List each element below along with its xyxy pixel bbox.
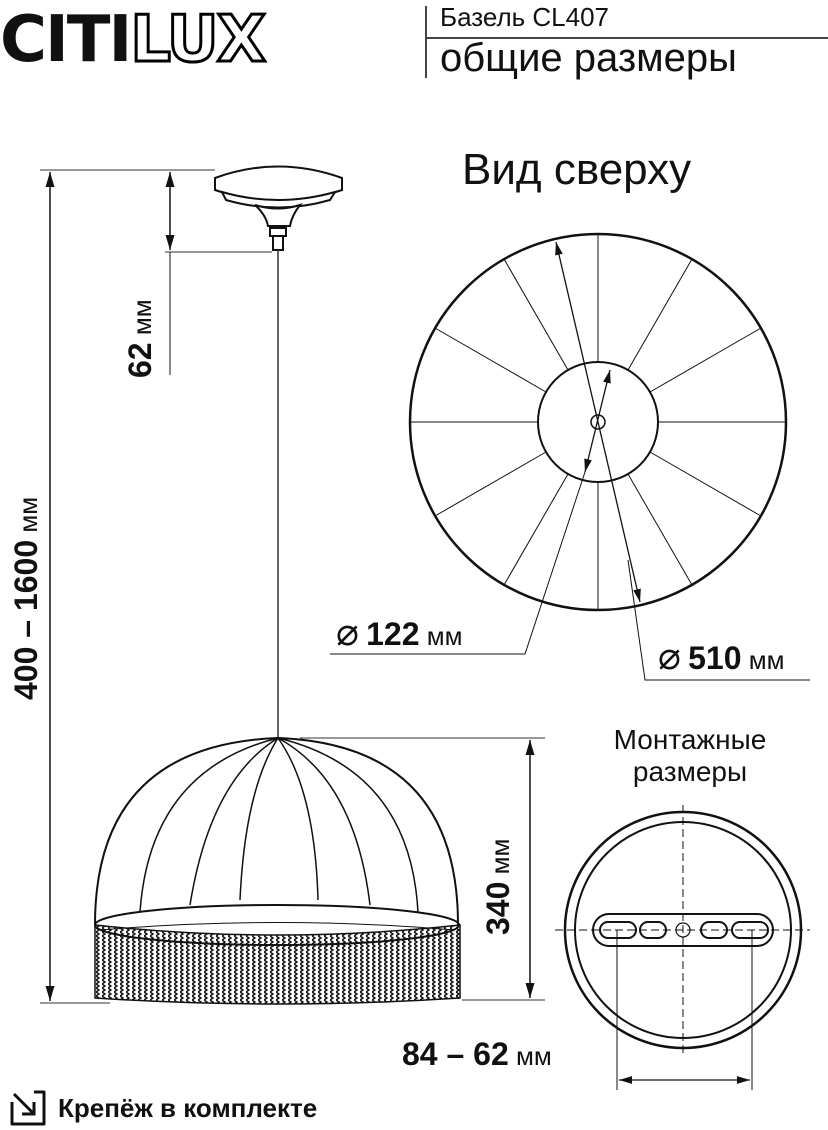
footer-note: Крепёж в комплекте bbox=[8, 1088, 317, 1128]
brand-logo: CITILUX bbox=[0, 2, 268, 79]
canopy-height-label: 62 мм bbox=[122, 299, 158, 378]
shade-dome bbox=[94, 736, 460, 946]
header-rule bbox=[427, 37, 828, 39]
arrow-down-right-icon bbox=[10, 1090, 46, 1126]
mounting-plate-drawing bbox=[555, 805, 810, 1090]
outer-diameter-label: ⌀ 510 мм bbox=[658, 636, 785, 678]
canopy-height-dimension bbox=[165, 172, 272, 375]
header-divider bbox=[425, 6, 427, 78]
mounting-title: Монтажные размеры bbox=[590, 724, 790, 788]
total-height-dimension bbox=[40, 169, 215, 1004]
canopy bbox=[214, 165, 343, 251]
shade-height-label: 340 мм bbox=[480, 838, 516, 935]
shade-height-dimension bbox=[300, 737, 545, 1001]
brand-plain: CITI bbox=[0, 3, 132, 77]
top-view-drawing bbox=[330, 232, 810, 681]
mounting-title-line1: Монтажные bbox=[613, 724, 767, 755]
inner-diameter-label: ⌀ 122 мм bbox=[336, 612, 463, 654]
mounting-title-line2: размеры bbox=[632, 756, 748, 787]
footer-text: Крепёж в комплекте bbox=[58, 1092, 318, 1123]
hole-spacing-label: 84 – 62 мм bbox=[402, 1036, 552, 1072]
mesh-fringe bbox=[94, 922, 461, 1005]
page-subtitle: общие размеры bbox=[440, 36, 737, 80]
brand-outlined: LUX bbox=[129, 2, 268, 79]
model-name: Базель CL407 bbox=[440, 2, 610, 32]
total-height-label: 400 – 1600 мм bbox=[8, 496, 44, 700]
top-view-title: Вид сверху bbox=[462, 145, 692, 194]
